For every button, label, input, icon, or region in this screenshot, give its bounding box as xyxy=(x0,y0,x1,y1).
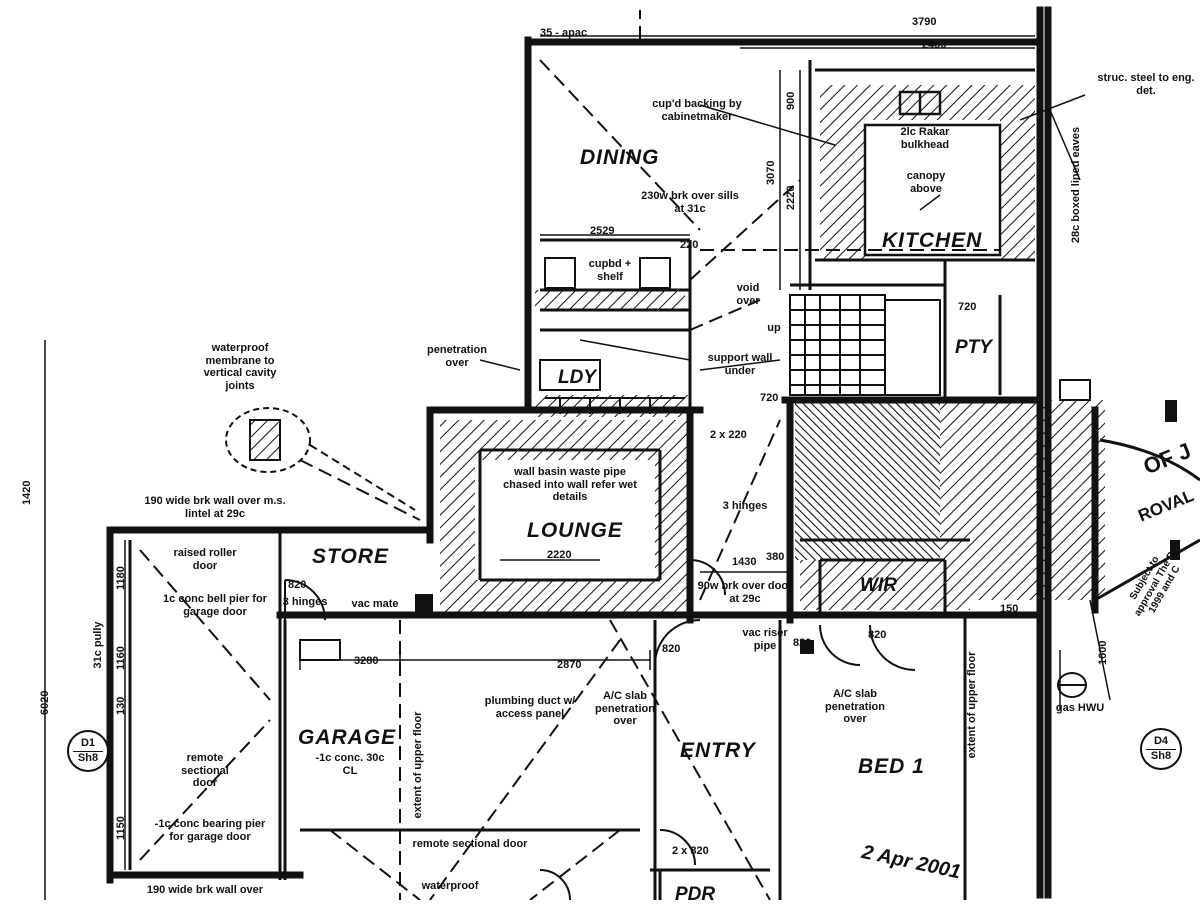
dim-1430: 1430 xyxy=(732,556,757,568)
dim-130: 130 xyxy=(115,696,127,715)
dimension-lines xyxy=(44,35,1111,900)
dim-1420: 1420 xyxy=(21,480,33,505)
note-sectional-door: remote sectional door xyxy=(412,838,528,850)
dim-6020: 6020 xyxy=(39,690,51,715)
note-plumbing-duct: plumbing duct w/ access panel xyxy=(484,695,576,720)
dim-720-b: 720 xyxy=(958,301,977,313)
note-hinges-left: 3 hinges xyxy=(282,596,328,608)
dim-2870: 2870 xyxy=(557,659,582,671)
note-bulkhead: 2lc Rakar bulkhead xyxy=(900,126,950,151)
note-brk-over-door: 90w brk over door at 29c xyxy=(697,580,793,605)
door-swings xyxy=(284,559,916,900)
room-label-ldy: LDY xyxy=(558,367,596,388)
section-marker-d1: D1 Sh8 xyxy=(67,730,109,772)
room-label-entry: ENTRY xyxy=(680,739,756,762)
dim-1600: 1600 xyxy=(1097,640,1109,665)
dim-820-left: 820 xyxy=(662,643,681,655)
dim-1180: 1180 xyxy=(115,566,127,590)
room-label-pty: PTY xyxy=(955,337,992,358)
note-cupbd-shelf: cupbd + shelf xyxy=(588,258,632,283)
section-marker-d4-top: D4 xyxy=(1153,734,1169,747)
dim-2529: 2529 xyxy=(590,225,615,237)
dim-2220: 2220 xyxy=(785,185,797,210)
note-canopy-above: canopy above xyxy=(906,170,946,195)
dim-2x820: 2 x 820 xyxy=(672,845,709,857)
kitchen-canopy xyxy=(863,90,1002,257)
note-waterproof-membrane: waterproof membrane to vertical cavity j… xyxy=(203,342,277,392)
note-cupd-backing: cup'd backing by cabinetmaker xyxy=(652,98,742,123)
note-gas-hwu: gas HWU xyxy=(1055,702,1105,714)
dim-3790: 3790 xyxy=(912,16,937,28)
note-ac-slab-2: A/C slab penetration over xyxy=(825,688,885,726)
note-garage-sub: -1c conc. 30c CL xyxy=(315,752,385,777)
dashed-lines xyxy=(139,10,1000,900)
dim-2220-lounge: 2220 xyxy=(547,549,572,561)
note-upper-floor-1: extent of upper floor xyxy=(412,711,424,819)
section-marker-d1-divider xyxy=(73,750,103,752)
note-brk-wall-over-b: 190 wide brk wall over xyxy=(146,884,264,896)
room-label-dining: DINING xyxy=(580,146,660,169)
note-waterproof: waterproof xyxy=(421,880,479,892)
dim-220: 220 xyxy=(680,239,699,251)
note-hinges-right: 3 hinges xyxy=(722,500,768,512)
room-label-garage: GARAGE xyxy=(298,726,397,749)
detail-bubble xyxy=(225,407,416,511)
dim-1150: 1150 xyxy=(115,816,127,840)
note-ac-slab-1: A/C slab penetration over xyxy=(595,690,655,728)
note-brk-wall-over: 190 wide brk wall over m.s. lintel at 29… xyxy=(144,495,286,520)
note-vac-riser: vac riser pipe xyxy=(742,627,788,652)
note-remote-door: remote sectional door xyxy=(181,752,229,790)
section-marker-d4-bottom: Sh8 xyxy=(1150,749,1172,762)
note-brk-over-sills: 230w brk over sills at 31c xyxy=(641,190,739,215)
room-label-bed1: BED 1 xyxy=(858,755,925,778)
dim-2x220: 2 x 220 xyxy=(710,429,747,441)
room-label-lounge: LOUNGE xyxy=(527,519,623,542)
dim-2400: 2400 xyxy=(922,39,947,51)
wall-symbols xyxy=(299,379,1180,661)
note-raised-door: raised roller door xyxy=(173,547,237,572)
dim-35-apac: 35 - apac xyxy=(540,27,588,39)
note-vac-mate: vac mate xyxy=(351,598,399,610)
note-support-wall: support wall under xyxy=(707,352,773,377)
room-label-wir: WIR xyxy=(860,575,897,596)
note-pully: 31c pully xyxy=(92,621,104,669)
note-up: up xyxy=(767,322,781,334)
note-penetration-over: penetration over xyxy=(427,344,487,369)
approval-stamp xyxy=(1094,438,1200,602)
note-boxed-eaves: 28c boxed lined eaves xyxy=(1070,126,1082,244)
note-void-over: void over xyxy=(736,282,760,307)
dim-820-mid: 820 xyxy=(793,637,812,649)
room-label-kitchen: KITCHEN xyxy=(882,229,983,252)
gas-hwu-symbol xyxy=(1057,672,1087,698)
room-label-pdr: PDR xyxy=(675,884,716,905)
note-upper-floor-2: extent of upper floor xyxy=(966,651,978,759)
interior-walls xyxy=(128,60,1035,900)
exterior-walls xyxy=(106,6,1099,899)
dim-3280: 3280 xyxy=(354,655,379,667)
staircase xyxy=(789,284,941,396)
section-marker-d4-divider xyxy=(1146,748,1176,750)
hatched-walls xyxy=(440,85,1105,615)
dim-820-store: 820 xyxy=(288,579,307,591)
dim-3070: 3070 xyxy=(765,160,777,185)
note-wall-basin: wall basin waste pipe chased into wall r… xyxy=(503,466,637,504)
dim-900: 900 xyxy=(785,91,797,110)
dim-150: 150 xyxy=(1000,603,1019,615)
dim-1160: 1160 xyxy=(115,646,127,670)
section-marker-d4: D4 Sh8 xyxy=(1140,728,1182,770)
room-label-store: STORE xyxy=(312,545,389,568)
dim-380: 380 xyxy=(766,551,785,563)
dim-820-bed: 820 xyxy=(868,629,887,641)
note-conc-pier: 1c conc bell pier for garage door xyxy=(163,593,267,618)
dim-720-a: 720 xyxy=(760,392,779,404)
section-marker-d1-top: D1 xyxy=(80,736,96,749)
note-bearing-pier: -1c conc bearing pier for garage door xyxy=(154,818,266,843)
section-marker-d1-bottom: Sh8 xyxy=(77,751,99,764)
note-struct-steel: struc. steel to eng. det. xyxy=(1097,72,1195,97)
laundry-fitout xyxy=(539,257,685,414)
